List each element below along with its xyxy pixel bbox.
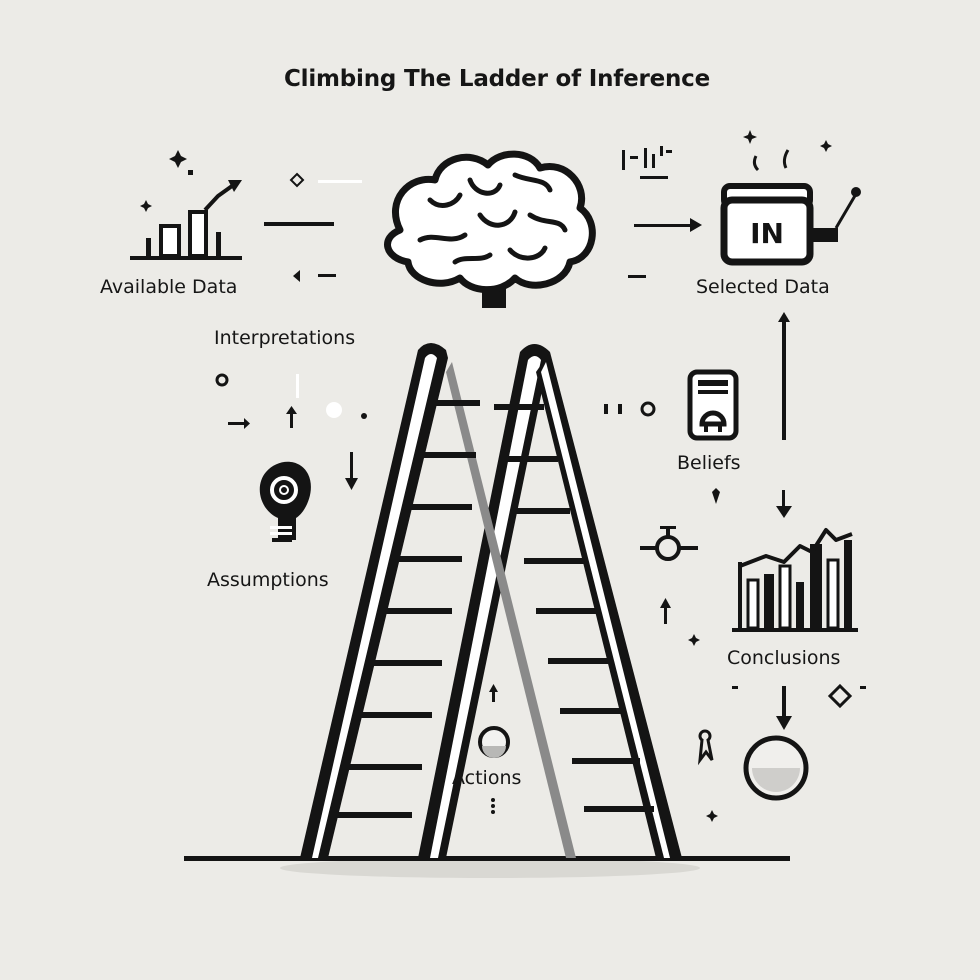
- diamond-icon: [289, 172, 305, 188]
- arrow-left-small-icon: [293, 270, 300, 282]
- label-interpretations: Interpretations: [214, 327, 356, 349]
- connector-line: [264, 222, 334, 226]
- actions-marks: [489, 684, 498, 814]
- brain-icon: [384, 150, 596, 308]
- connector-highlight: [318, 180, 362, 183]
- node-icon: [640, 526, 698, 561]
- diamond-icon: [827, 683, 853, 709]
- page-title: Climbing The Ladder of Inference: [283, 66, 711, 92]
- arrow-down-icon: [776, 686, 792, 730]
- label-actions: Actions: [452, 767, 522, 789]
- label-assumptions: Assumptions: [207, 569, 329, 591]
- small-mark: [712, 488, 720, 504]
- arrow-down-small-icon: [345, 452, 358, 490]
- interpretation-marks: [215, 373, 367, 429]
- ribbon-icon: [697, 729, 714, 766]
- ground-line: [184, 856, 790, 861]
- lightbulb-icon: [259, 461, 311, 542]
- label-selected-data: Selected Data: [696, 276, 830, 298]
- label-beliefs: Beliefs: [677, 452, 741, 474]
- arrow-right-icon: [634, 218, 702, 232]
- in-box-text: IN: [750, 217, 784, 250]
- label-available-data: Available Data: [100, 276, 238, 298]
- ground-shadow: [280, 858, 700, 878]
- arrow-up-small-icon: [660, 598, 671, 624]
- sparkle-icon: [688, 634, 700, 646]
- dot-marks: [604, 401, 656, 417]
- ball-icon: [478, 726, 510, 758]
- arrow-vertical-right: [776, 312, 792, 518]
- sparkle-icon: [706, 810, 718, 822]
- bar-chart-icon: [130, 150, 242, 260]
- dash-mark: [732, 686, 738, 689]
- dash-mark: [860, 686, 866, 689]
- in-box-icon: IN: [720, 130, 861, 266]
- ladder-icon: [300, 343, 682, 858]
- conclusions-chart-icon: [732, 528, 858, 632]
- glyph-scribble: [622, 146, 672, 179]
- label-conclusions: Conclusions: [727, 647, 841, 669]
- dash-mark: [628, 275, 646, 278]
- device-icon: [687, 369, 739, 441]
- dash-mark: [318, 274, 336, 277]
- sphere-icon: [743, 735, 809, 801]
